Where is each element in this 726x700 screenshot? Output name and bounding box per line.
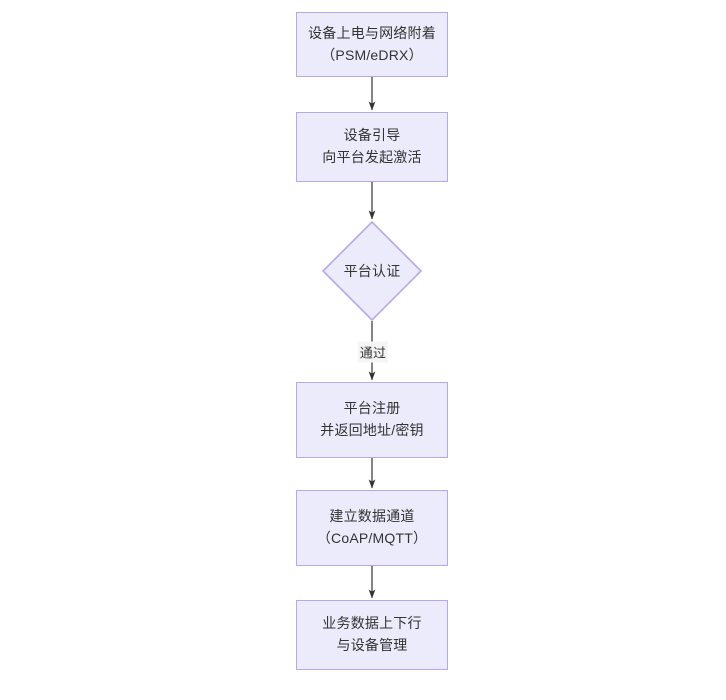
- node-label-line: 设备上电与网络附着: [308, 24, 436, 41]
- node-label-line: 平台认证: [343, 263, 401, 279]
- node-data-channel[interactable]: 建立数据通道 （CoAP/MQTT）: [296, 490, 448, 566]
- diamond-icon: [322, 221, 422, 321]
- node-label-line: 设备引导: [343, 127, 401, 144]
- node-label-line: 并返回地址/密钥: [320, 422, 424, 438]
- node-device-power-on[interactable]: 设备上电与网络附着 （PSM/eDRX）: [296, 12, 448, 77]
- node-label-line: 建立数据通道: [329, 508, 415, 525]
- node-label-line: 平台注册: [343, 400, 401, 417]
- node-label-line: 与设备管理: [336, 637, 408, 653]
- node-label-line: （CoAP/MQTT）: [316, 530, 428, 546]
- node-label-line: 业务数据上下行: [322, 615, 422, 632]
- node-device-bootstrap[interactable]: 设备引导 向平台发起激活: [296, 112, 448, 182]
- edge-label-pass: 通过: [357, 341, 389, 363]
- node-business-data[interactable]: 业务数据上下行 与设备管理: [296, 600, 448, 670]
- node-platform-register[interactable]: 平台注册 并返回地址/密钥: [296, 382, 448, 458]
- node-label-line: 向平台发起激活: [322, 149, 422, 165]
- node-platform-auth-decision[interactable]: 平台认证: [322, 221, 422, 321]
- node-label-line: （PSM/eDRX）: [321, 46, 423, 63]
